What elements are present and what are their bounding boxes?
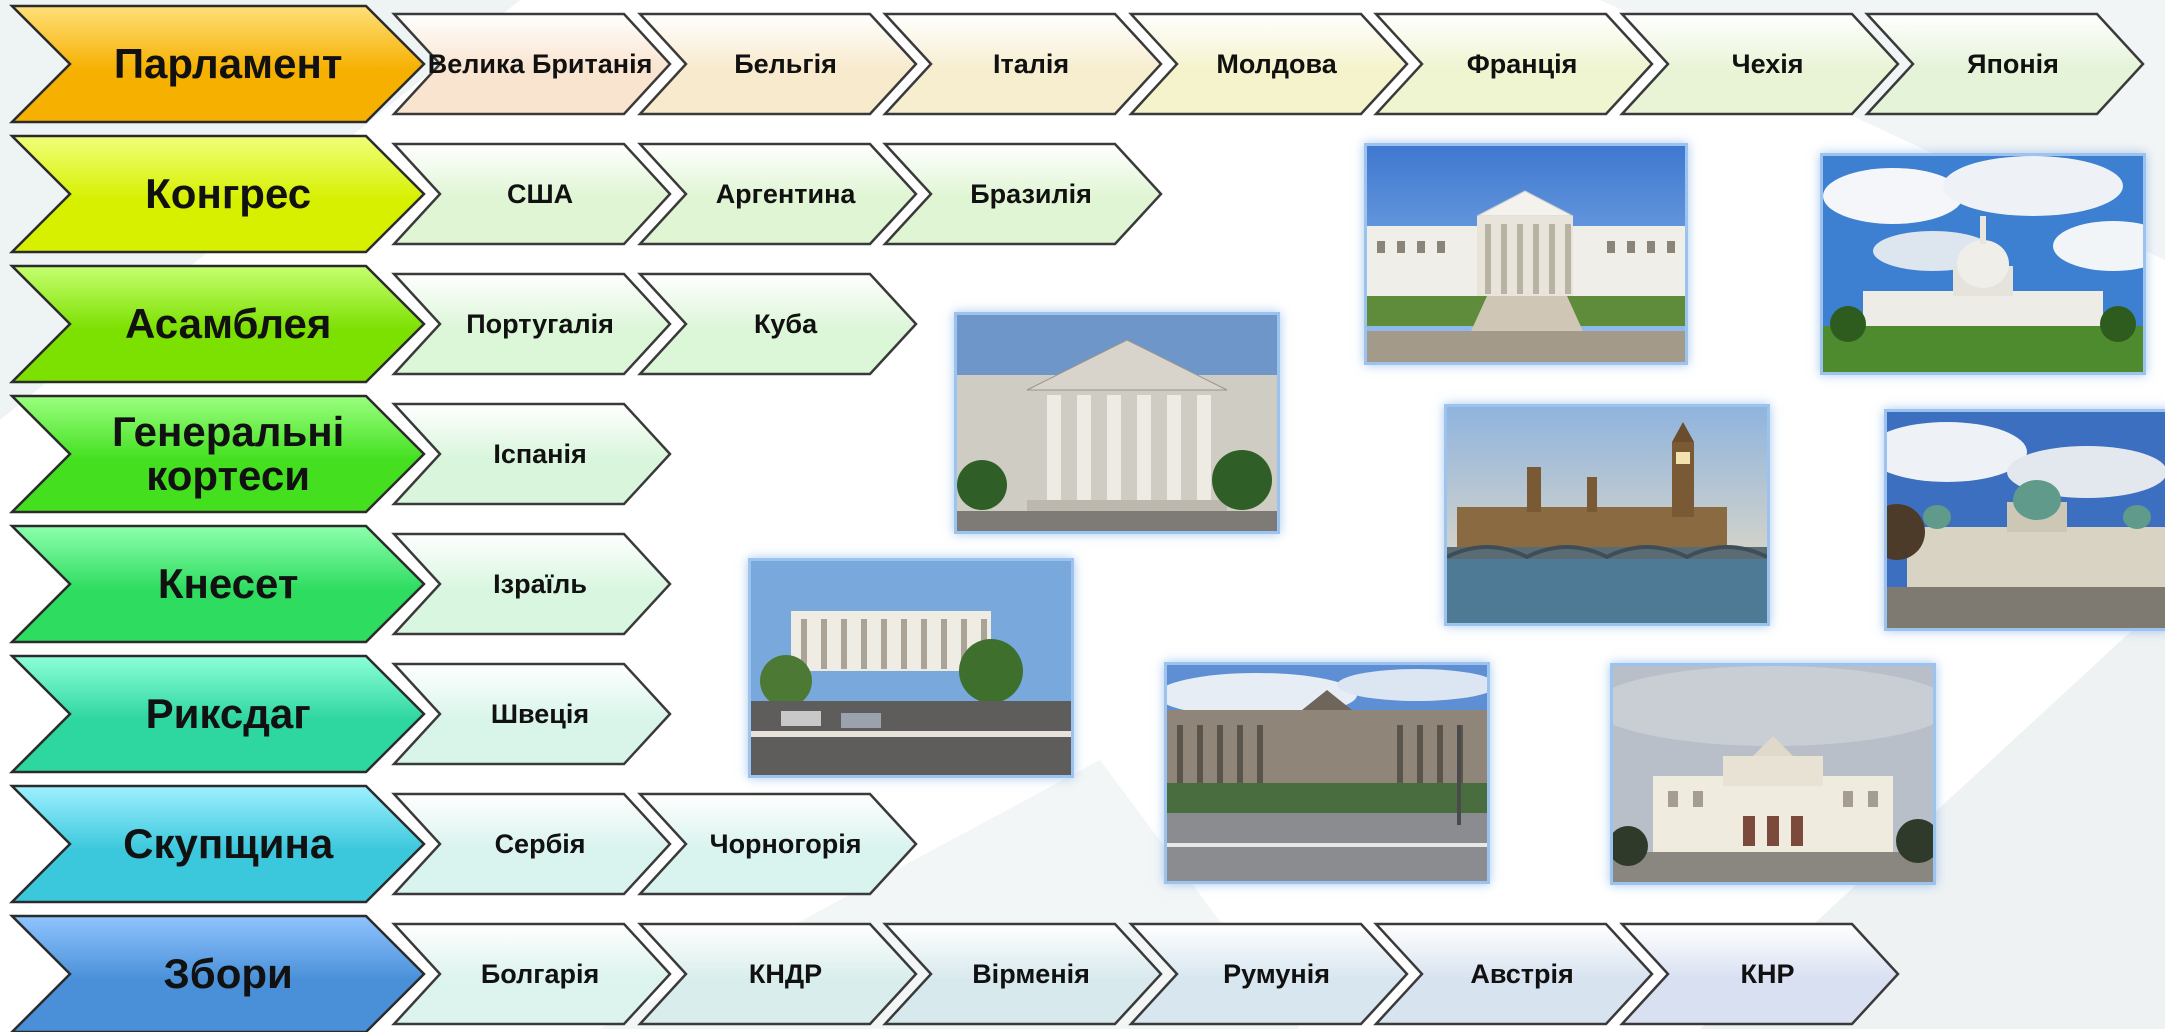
country-chevron-1-6: Чехія	[1618, 12, 1900, 116]
country-chevron-1-4: Молдова	[1127, 12, 1409, 116]
country-label: Швеція	[490, 698, 590, 729]
country-label: Румунія	[1223, 958, 1330, 989]
country-label: Болгарія	[480, 958, 600, 989]
country-label: Куба	[753, 308, 818, 339]
country-chevron-7-2: Чорногорія	[636, 792, 918, 896]
country-chevron-7-1: Сербія	[391, 792, 672, 896]
country-chevron-1-7: Японія	[1864, 12, 2145, 116]
country-chevron-2-2: Аргентина	[636, 142, 918, 246]
country-label: Італія	[992, 48, 1070, 79]
chamber-5-chevron: Кнесет	[8, 524, 426, 644]
country-label: Вірменія	[972, 958, 1090, 989]
country-chevron-1-3: Італія	[882, 12, 1163, 116]
country-label: Молдова	[1216, 48, 1337, 79]
us-capitol-photo	[1820, 153, 2146, 375]
country-label: Франція	[1466, 48, 1578, 79]
category-label: Асамблея	[124, 299, 332, 347]
country-chevron-5-1: Ізраїль	[391, 532, 672, 636]
country-label: КНР	[1740, 958, 1795, 989]
uk-parliament-photo	[1444, 404, 1770, 626]
category-label: Риксдаг	[145, 689, 311, 737]
country-label: Велика Британія	[427, 48, 653, 79]
country-chevron-8-4: Румунія	[1127, 922, 1409, 1026]
chamber-4-chevron: Генеральні кортеси	[8, 394, 426, 514]
country-label: КНДР	[748, 958, 823, 989]
category-label: Кнесет	[157, 559, 299, 607]
serbia-assembly-photo	[1884, 409, 2165, 631]
israel-knesset-photo	[748, 558, 1074, 778]
country-label: Аргентина	[715, 178, 856, 209]
spain-cortes-photo	[954, 312, 1280, 534]
category-label: Скупщина	[123, 819, 334, 867]
country-chevron-8-2: КНДР	[636, 922, 918, 1026]
country-label: Австрія	[1470, 958, 1574, 989]
country-chevron-6-1: Швеція	[391, 662, 672, 766]
category-label: Генеральні кортеси	[111, 407, 345, 499]
country-chevron-4-1: Іспанія	[391, 402, 672, 506]
country-label: Японія	[1967, 48, 2059, 79]
country-label: Чорногорія	[709, 828, 862, 859]
chamber-3-chevron: Асамблея	[8, 264, 426, 384]
country-label: Ізраїль	[493, 568, 587, 599]
chamber-7-chevron: Скупщина	[8, 784, 426, 904]
country-chevron-3-1: Португалія	[391, 272, 672, 376]
country-chevron-8-1: Болгарія	[391, 922, 672, 1026]
bulgaria-assembly-photo	[1610, 663, 1936, 885]
country-label: Чехія	[1731, 48, 1804, 79]
country-chevron-2-1: США	[391, 142, 672, 246]
country-label: Бельгія	[734, 48, 837, 79]
chamber-1-chevron: Парламент	[8, 4, 426, 124]
country-chevron-1-5: Франція	[1373, 12, 1654, 116]
country-chevron-3-2: Куба	[636, 272, 918, 376]
country-chevron-8-3: Вірменія	[882, 922, 1163, 1026]
category-label: Конгрес	[145, 169, 312, 217]
category-label: Збори	[163, 949, 293, 997]
country-label: США	[506, 178, 574, 209]
sweden-riksdag-photo	[1164, 662, 1490, 884]
category-label: Парламент	[113, 39, 343, 87]
country-label: Португалія	[466, 308, 614, 339]
chamber-2-chevron: Конгрес	[8, 134, 426, 254]
country-chevron-1-2: Бельгія	[636, 12, 918, 116]
chamber-6-chevron: Риксдаг	[8, 654, 426, 774]
country-chevron-8-5: Австрія	[1373, 922, 1654, 1026]
country-label: Іспанія	[493, 438, 587, 469]
country-label: Бразилія	[970, 178, 1092, 209]
country-chevron-1-1: Велика Британія	[391, 12, 672, 116]
country-chevron-2-3: Бразилія	[882, 142, 1163, 246]
country-chevron-8-6: КНР	[1618, 922, 1900, 1026]
chamber-8-chevron: Збори	[8, 914, 426, 1032]
country-label: Сербія	[494, 828, 586, 859]
portugal-assembly-photo	[1364, 143, 1688, 365]
